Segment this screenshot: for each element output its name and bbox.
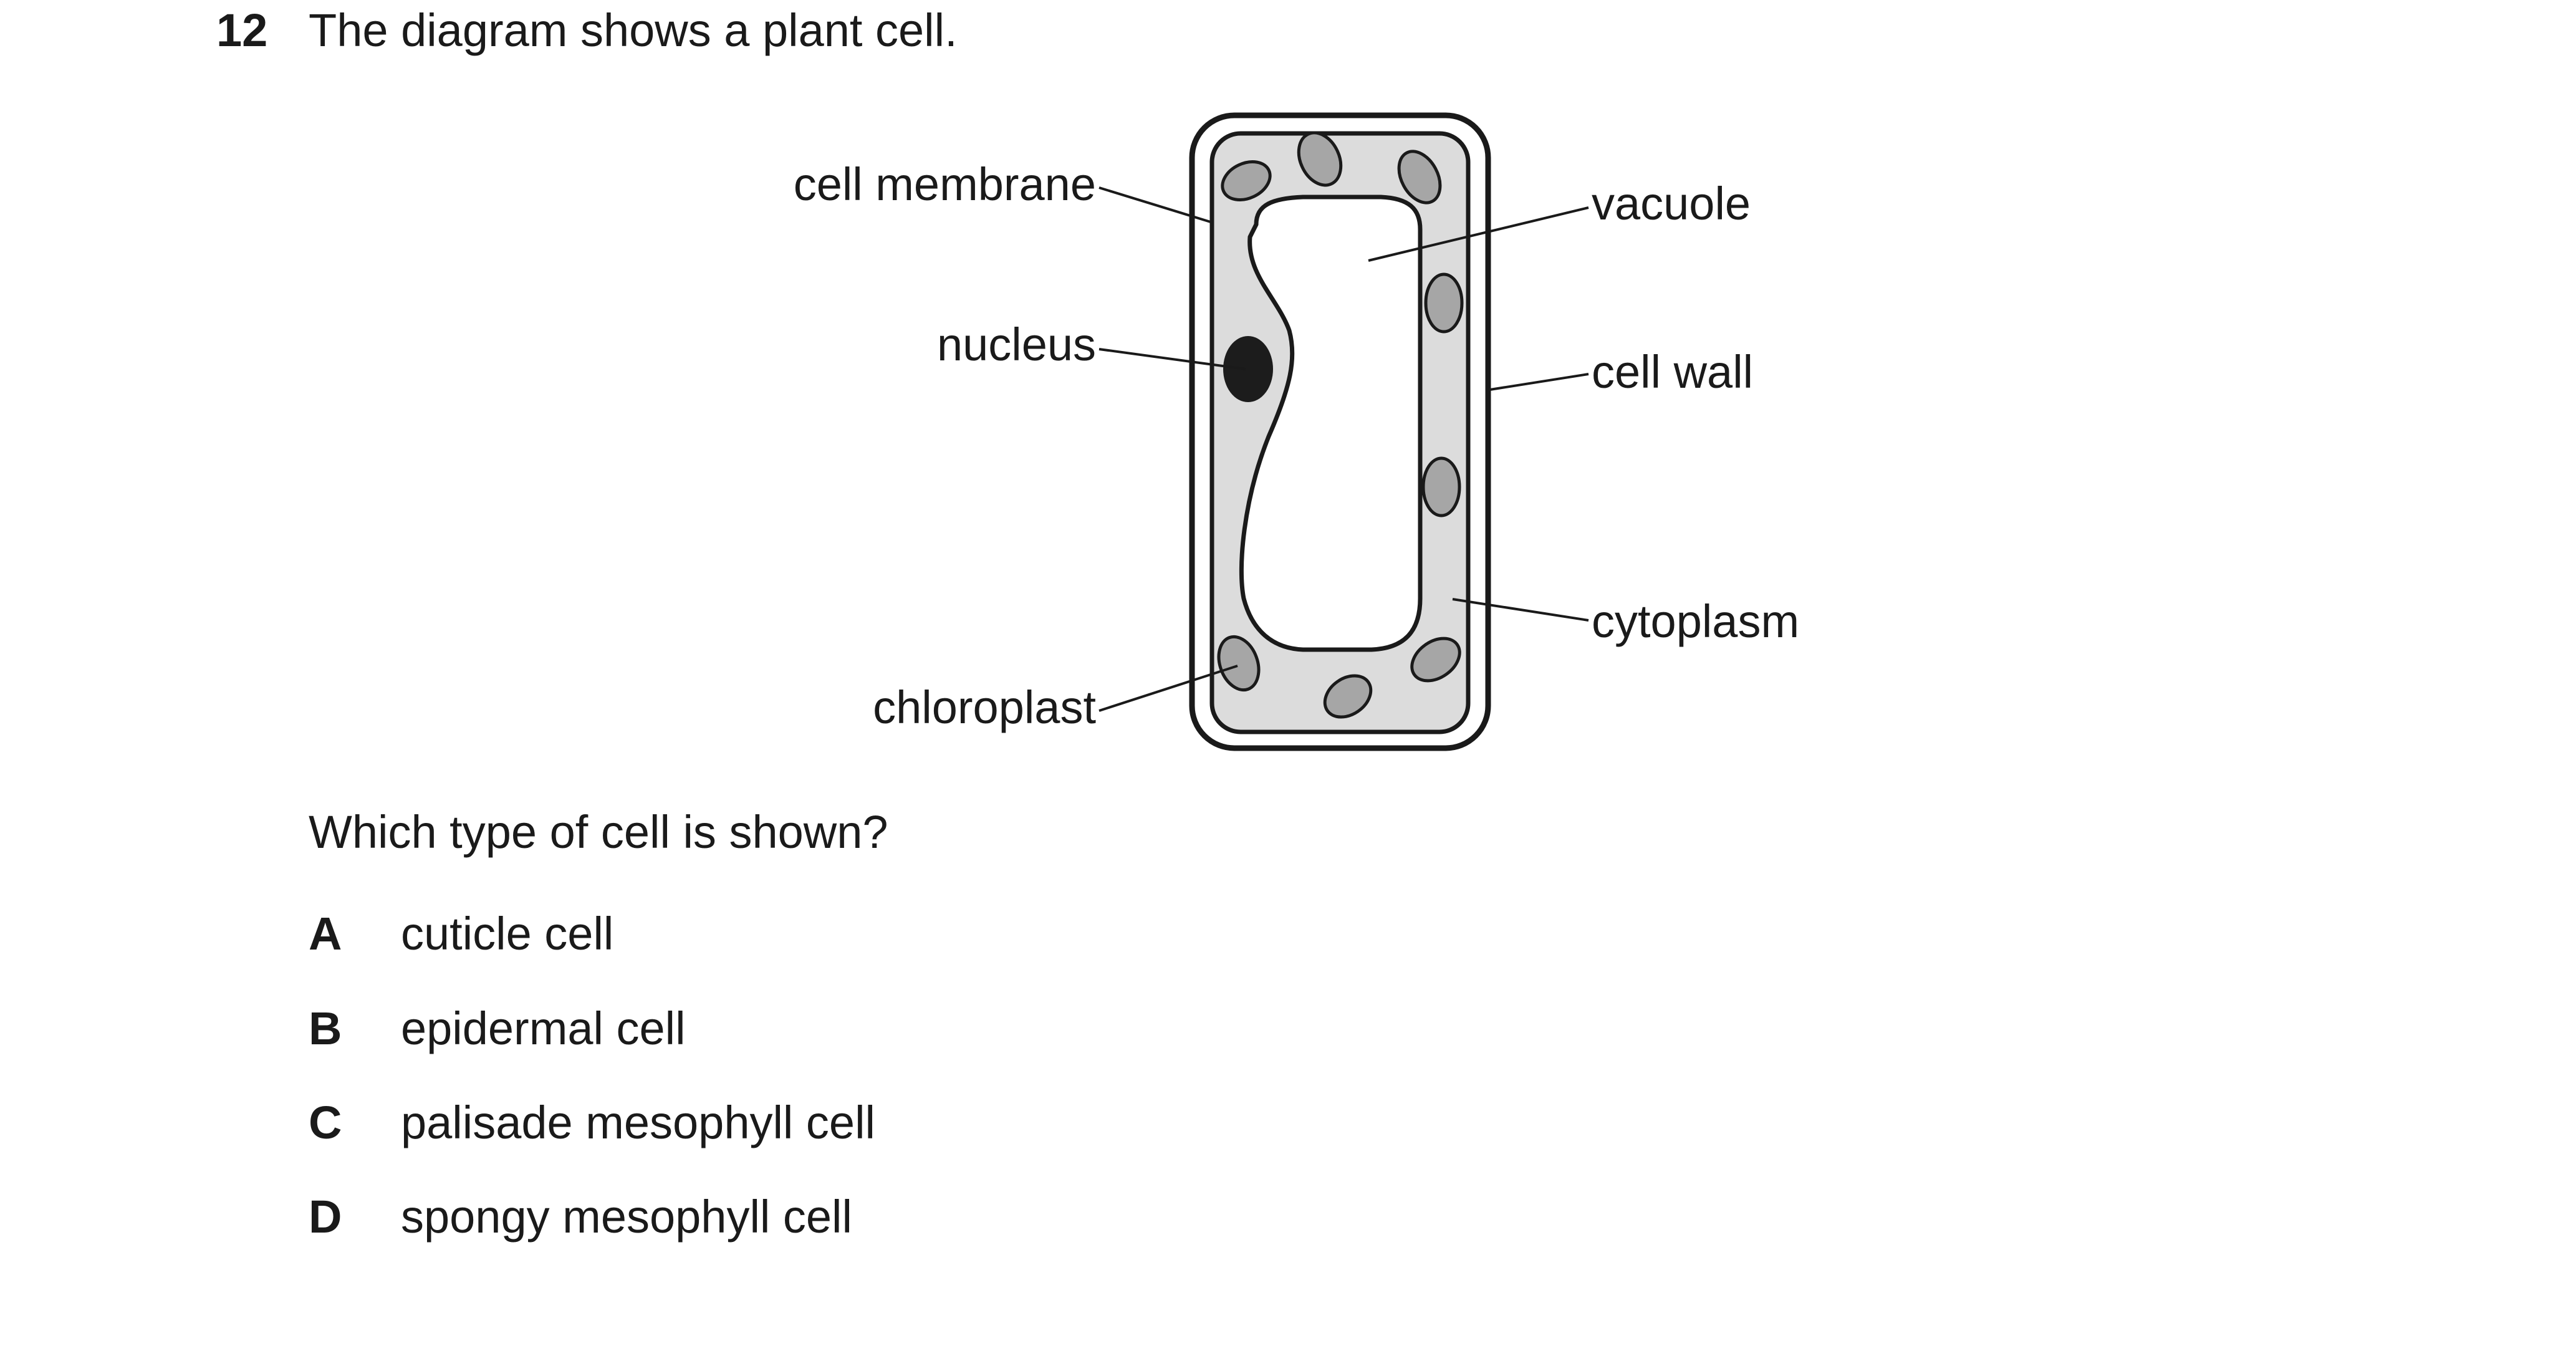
chloroplast-6: [1217, 635, 1261, 692]
vacuole-shape: [1239, 195, 1423, 652]
option-text: cuticle cell: [401, 908, 614, 959]
chloroplast-5: [1421, 456, 1461, 517]
nucleus-shape: [1223, 336, 1273, 402]
chloroplast-4: [1424, 272, 1464, 334]
leader-vacuole: [1368, 206, 1589, 262]
leader-nucleus: [1098, 348, 1246, 370]
chloroplast-7: [1323, 674, 1373, 719]
label-cytoplasm: cytoplasm: [1592, 595, 1799, 647]
option-letter: D: [309, 1191, 342, 1243]
leader-cell-membrane: [1098, 186, 1213, 224]
label-cell-wall: cell wall: [1592, 346, 1753, 398]
option-letter: C: [309, 1097, 342, 1148]
leader-chloroplast: [1098, 665, 1238, 712]
option-text: spongy mesophyll cell: [401, 1191, 852, 1243]
leader-lines: [1098, 186, 1589, 712]
chloroplast-1: [1221, 160, 1272, 201]
label-chloroplast: chloroplast: [873, 681, 1096, 733]
option-letter: B: [309, 1003, 342, 1054]
label-vacuole: vacuole: [1592, 178, 1751, 229]
chloroplasts: [1217, 131, 1464, 719]
question-prompt: Which type of cell is shown?: [309, 806, 888, 858]
leader-cell-wall: [1489, 373, 1589, 391]
plant-cell-diagram: cell membrane nucleus chloroplast vacuol…: [794, 112, 1799, 751]
chloroplast-2: [1297, 131, 1343, 187]
option-letter: A: [309, 908, 342, 959]
chloroplast-8: [1410, 637, 1461, 683]
question-stem: The diagram shows a plant cell.: [309, 4, 958, 56]
label-nucleus: nucleus: [937, 319, 1096, 370]
chloroplast-3: [1397, 150, 1442, 204]
leader-cytoplasm: [1452, 598, 1589, 622]
option-text: epidermal cell: [401, 1003, 686, 1054]
option-text: palisade mesophyll cell: [401, 1097, 875, 1148]
label-cell-membrane: cell membrane: [794, 158, 1096, 210]
question-number: 12: [216, 4, 268, 56]
